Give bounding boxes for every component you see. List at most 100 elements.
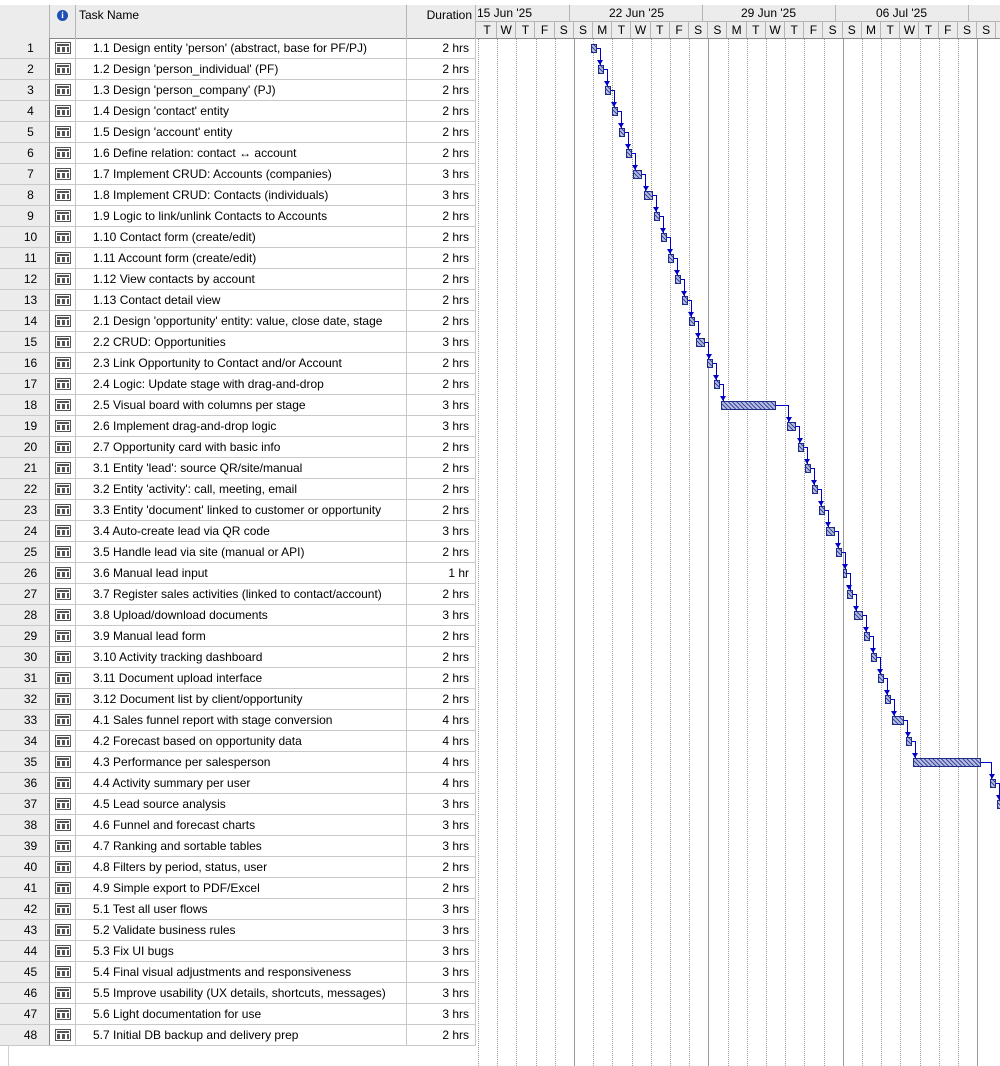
task-name-cell[interactable]: 1.3 Design 'person_company' (PJ) — [76, 80, 407, 101]
task-name-cell[interactable]: 4.5 Lead source analysis — [76, 794, 407, 815]
duration-cell[interactable]: 2 hrs — [407, 584, 476, 605]
task-bar[interactable] — [825, 527, 835, 536]
task-bar[interactable] — [843, 569, 847, 578]
task-name-column-header[interactable]: Task Name — [76, 5, 407, 38]
duration-cell[interactable]: 2 hrs — [407, 668, 476, 689]
duration-cell[interactable]: 3 hrs — [407, 185, 476, 206]
select-all-corner[interactable] — [0, 5, 50, 38]
task-name-cell[interactable]: 3.5 Handle lead via site (manual or API) — [76, 542, 407, 563]
duration-cell[interactable]: 2 hrs — [407, 269, 476, 290]
task-name-cell[interactable]: 3.6 Manual lead input — [76, 563, 407, 584]
row-id[interactable]: 20 — [0, 437, 50, 458]
duration-cell[interactable]: 2 hrs — [407, 311, 476, 332]
duration-cell[interactable]: 3 hrs — [407, 605, 476, 626]
row-id[interactable]: 26 — [0, 563, 50, 584]
row-id[interactable]: 32 — [0, 689, 50, 710]
task-bar[interactable] — [878, 674, 885, 683]
row-id[interactable]: 21 — [0, 458, 50, 479]
task-bar[interactable] — [706, 359, 713, 368]
row-id[interactable]: 47 — [0, 1004, 50, 1025]
row-id[interactable]: 16 — [0, 353, 50, 374]
task-name-cell[interactable]: 3.4 Auto-create lead via QR code — [76, 521, 407, 542]
row-id[interactable]: 27 — [0, 584, 50, 605]
task-bar[interactable] — [997, 800, 1000, 809]
duration-cell[interactable]: 3 hrs — [407, 395, 476, 416]
duration-cell[interactable]: 2 hrs — [407, 1025, 476, 1046]
row-id[interactable]: 3 — [0, 80, 50, 101]
row-id[interactable]: 6 — [0, 143, 50, 164]
row-id[interactable]: 1 — [0, 38, 50, 59]
duration-cell[interactable]: 2 hrs — [407, 374, 476, 395]
duration-cell[interactable]: 3 hrs — [407, 1004, 476, 1025]
duration-cell[interactable]: 2 hrs — [407, 353, 476, 374]
duration-cell[interactable]: 3 hrs — [407, 920, 476, 941]
task-bar[interactable] — [591, 44, 598, 53]
duration-cell[interactable]: 2 hrs — [407, 500, 476, 521]
task-name-cell[interactable]: 4.9 Simple export to PDF/Excel — [76, 878, 407, 899]
row-id[interactable]: 10 — [0, 227, 50, 248]
task-bar[interactable] — [906, 737, 913, 746]
task-name-cell[interactable]: 2.6 Implement drag-and-drop logic — [76, 416, 407, 437]
task-bar[interactable] — [913, 758, 982, 767]
duration-cell[interactable]: 3 hrs — [407, 521, 476, 542]
task-bar[interactable] — [871, 653, 878, 662]
task-name-cell[interactable]: 4.6 Funnel and forecast charts — [76, 815, 407, 836]
task-name-cell[interactable]: 3.9 Manual lead form — [76, 626, 407, 647]
task-name-cell[interactable]: 5.1 Test all user flows — [76, 899, 407, 920]
task-name-cell[interactable]: 3.10 Activity tracking dashboard — [76, 647, 407, 668]
duration-cell[interactable]: 3 hrs — [407, 416, 476, 437]
task-name-cell[interactable]: 5.6 Light documentation for use — [76, 1004, 407, 1025]
row-id[interactable]: 30 — [0, 647, 50, 668]
duration-cell[interactable]: 2 hrs — [407, 248, 476, 269]
task-name-cell[interactable]: 3.7 Register sales activities (linked to… — [76, 584, 407, 605]
row-id[interactable]: 39 — [0, 836, 50, 857]
duration-cell[interactable]: 2 hrs — [407, 857, 476, 878]
task-name-cell[interactable]: 2.4 Logic: Update stage with drag-and-dr… — [76, 374, 407, 395]
duration-cell[interactable]: 2 hrs — [407, 689, 476, 710]
task-bar[interactable] — [846, 590, 853, 599]
indicators-column-header[interactable]: i — [50, 5, 76, 38]
duration-cell[interactable]: 4 hrs — [407, 710, 476, 731]
task-bar[interactable] — [713, 380, 720, 389]
task-name-cell[interactable]: 3.3 Entity 'document' linked to customer… — [76, 500, 407, 521]
duration-cell[interactable]: 2 hrs — [407, 206, 476, 227]
task-name-cell[interactable]: 1.11 Account form (create/edit) — [76, 248, 407, 269]
duration-cell[interactable]: 2 hrs — [407, 101, 476, 122]
task-name-cell[interactable]: 1.4 Design 'contact' entity — [76, 101, 407, 122]
duration-cell[interactable]: 2 hrs — [407, 647, 476, 668]
duration-cell[interactable]: 2 hrs — [407, 479, 476, 500]
task-bar[interactable] — [633, 170, 643, 179]
task-name-cell[interactable]: 4.2 Forecast based on opportunity data — [76, 731, 407, 752]
row-id[interactable]: 35 — [0, 752, 50, 773]
duration-cell[interactable]: 3 hrs — [407, 941, 476, 962]
duration-cell[interactable]: 3 hrs — [407, 836, 476, 857]
task-bar[interactable] — [885, 695, 892, 704]
duration-cell[interactable]: 3 hrs — [407, 794, 476, 815]
task-bar[interactable] — [626, 149, 633, 158]
row-id[interactable]: 13 — [0, 290, 50, 311]
duration-cell[interactable]: 3 hrs — [407, 899, 476, 920]
task-bar[interactable] — [787, 422, 797, 431]
row-id[interactable]: 45 — [0, 962, 50, 983]
task-bar[interactable] — [661, 233, 668, 242]
